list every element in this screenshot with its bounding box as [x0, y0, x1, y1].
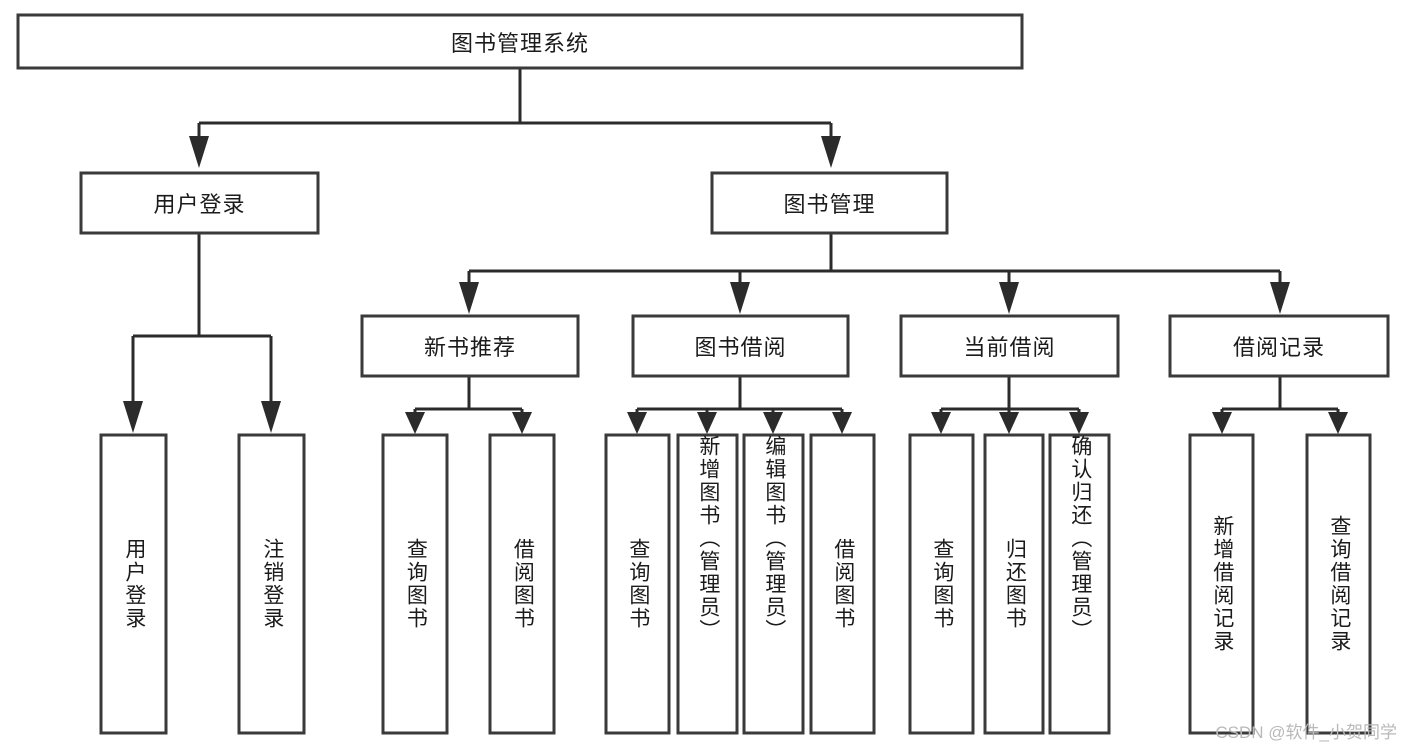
node-user-login[interactable]: [79, 171, 320, 235]
leaf-borrow-lend[interactable]: [809, 433, 876, 735]
node-new-book-recommend[interactable]: [360, 314, 580, 378]
leaf-record-query[interactable]: [1305, 433, 1372, 735]
connector-borrow-to-leaves: [627, 376, 852, 434]
connector-bookmgmt-to-level3: [459, 233, 1290, 314]
node-root[interactable]: [16, 13, 1024, 70]
leaf-current-query[interactable]: [908, 433, 975, 735]
leaf-user-logout[interactable]: [237, 433, 306, 735]
node-borrow-records[interactable]: [1168, 314, 1390, 378]
leaf-newbook-borrow[interactable]: [488, 433, 556, 735]
leaf-newbook-query[interactable]: [381, 433, 449, 735]
leaf-user-login[interactable]: [99, 433, 168, 735]
leaf-record-add[interactable]: [1188, 433, 1255, 735]
node-book-borrow[interactable]: [631, 314, 850, 378]
connector-root-to-level2: [189, 68, 841, 168]
node-book-management[interactable]: [710, 171, 949, 235]
leaf-borrow-edit[interactable]: [742, 433, 805, 735]
connector-newbook-to-leaves: [405, 376, 532, 434]
leaf-borrow-query[interactable]: [604, 433, 671, 735]
leaf-borrow-add[interactable]: [676, 433, 739, 735]
watermark: CSDN @软件_小贺同学: [1215, 723, 1397, 742]
leaf-current-return[interactable]: [983, 433, 1045, 735]
connector-userlogin-to-leaves: [123, 233, 281, 433]
leaf-current-confirm[interactable]: [1048, 433, 1111, 735]
connector-records-to-leaves: [1212, 376, 1348, 434]
connector-current-to-leaves: [931, 376, 1089, 434]
node-current-borrow[interactable]: [899, 314, 1120, 378]
